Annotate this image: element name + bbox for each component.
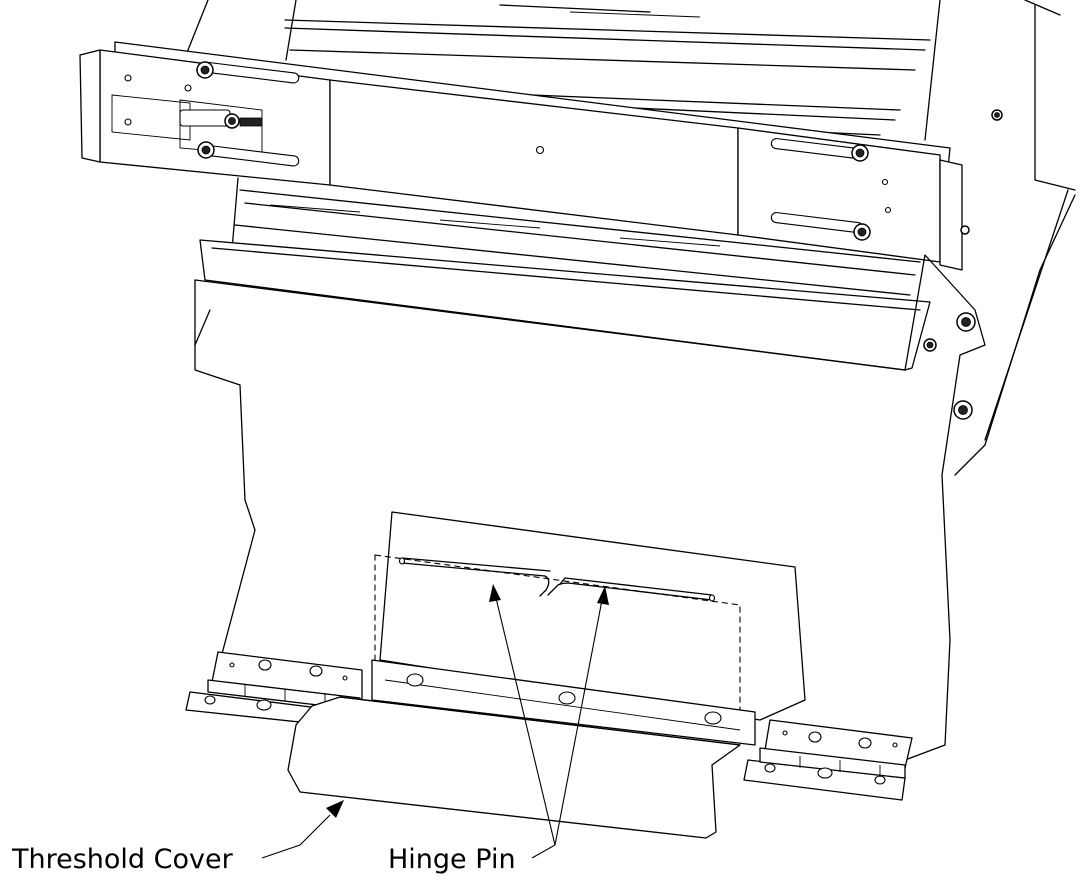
hinge-arrowhead-left [489,584,501,602]
main-body [194,189,1076,761]
hinge-pin-label: Hinge Pin [388,844,516,875]
bolts [196,61,1003,420]
hinge-pins [398,557,716,602]
threshold-cover-label: Threshold Cover [12,844,233,875]
threshold-plate [371,511,806,746]
hinge-arrowhead-right [597,586,609,605]
threshold-arrowhead [326,800,344,818]
leaders [261,584,609,859]
right-hinge [743,719,913,801]
tray [199,239,931,371]
mounting-bar [79,41,963,271]
threshold-cover [287,696,741,839]
